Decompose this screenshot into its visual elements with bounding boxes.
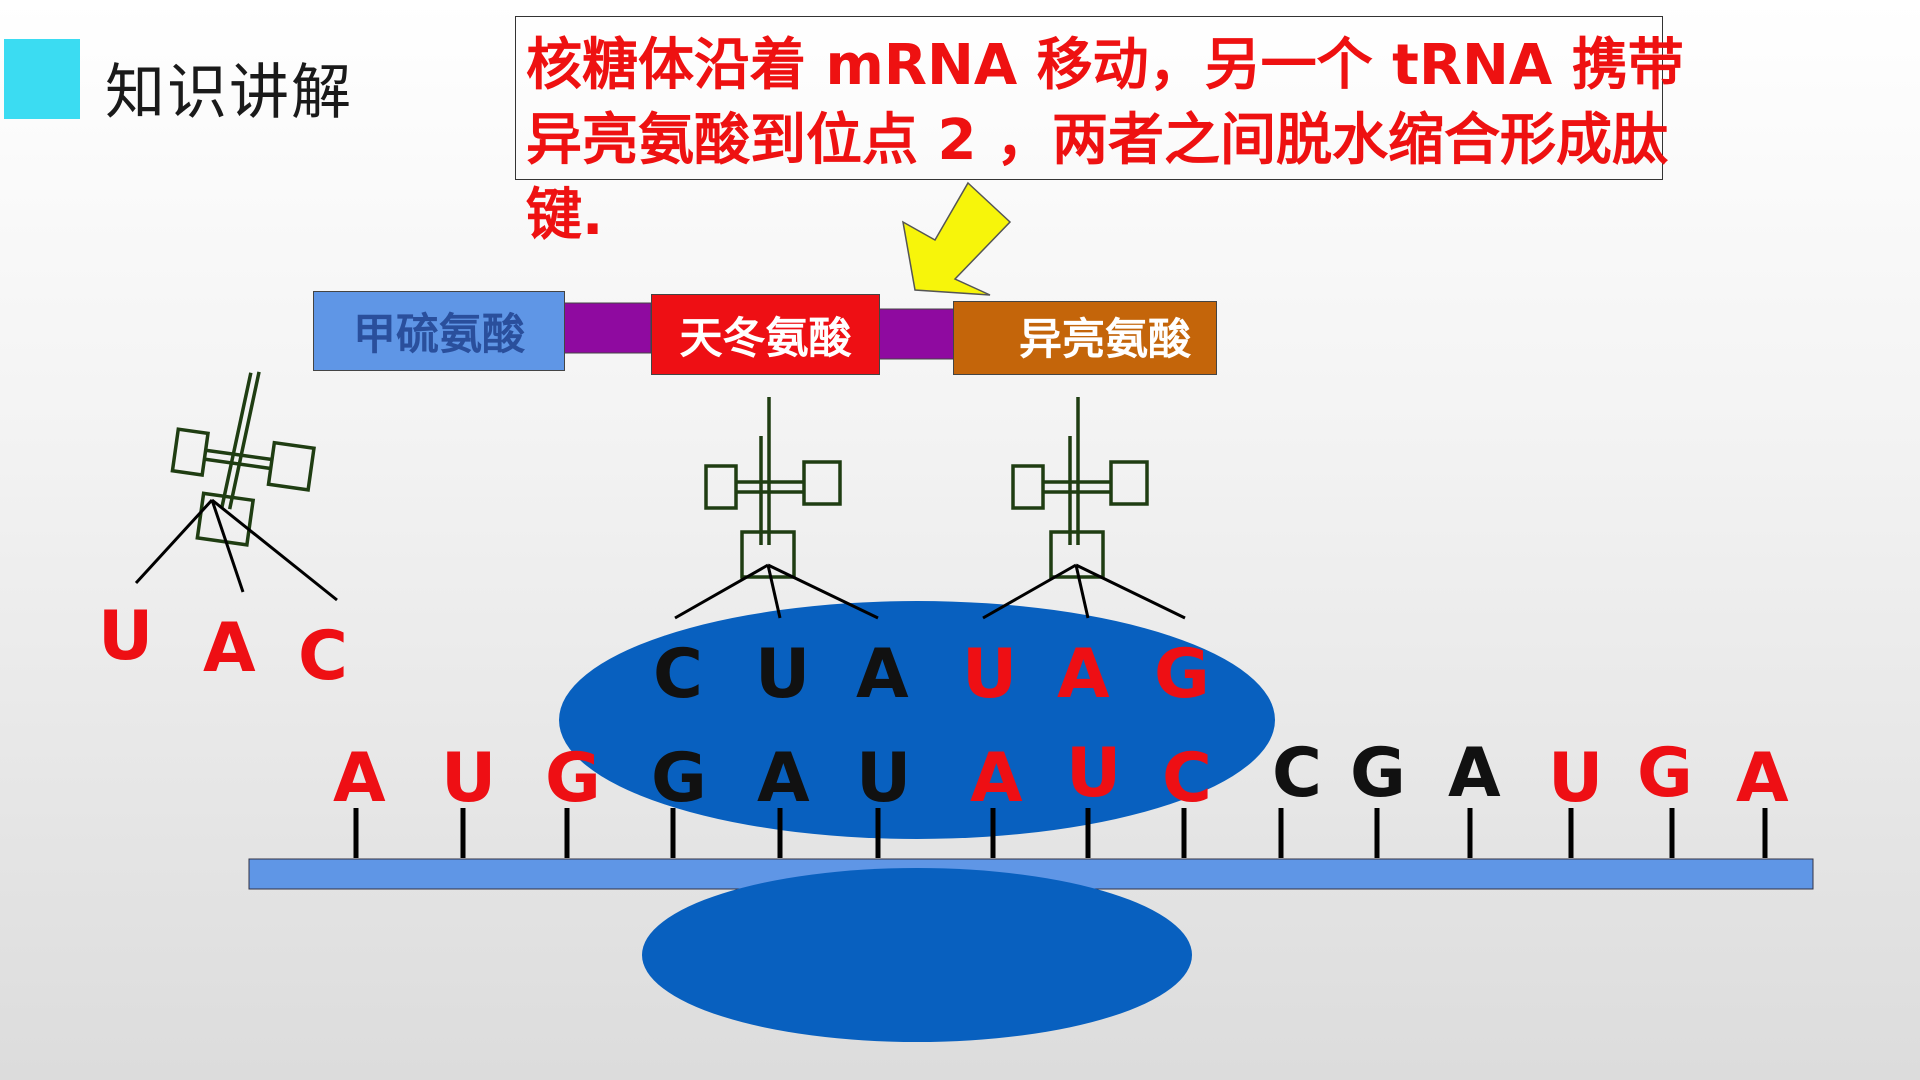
mrna-base-letter: A bbox=[970, 739, 1023, 818]
page-title: 知识讲解 bbox=[105, 58, 353, 128]
pointer-arrow-icon bbox=[901, 181, 1012, 296]
peptide-bond-link-1 bbox=[562, 302, 652, 354]
peptide-bond-link-2 bbox=[877, 308, 959, 360]
ribosome-small-subunit bbox=[642, 868, 1192, 1042]
amino-acid-methionine: 甲硫氨酸 bbox=[313, 291, 565, 371]
title-marker-square bbox=[4, 39, 80, 119]
mrna-base-letter: G bbox=[545, 739, 601, 818]
mrna-base-letter: C bbox=[1272, 734, 1322, 813]
amino-acid-aspartate: 天冬氨酸 bbox=[651, 294, 880, 375]
bound-trna-icon-1 bbox=[704, 397, 842, 579]
mrna-base-letter: A bbox=[1736, 739, 1789, 818]
bound-anticodon-letter: U bbox=[755, 635, 811, 714]
bound-trna-icon-2 bbox=[1011, 397, 1149, 579]
bound-trna-2-anticodon-lines bbox=[982, 563, 1186, 620]
callout-box bbox=[515, 16, 1663, 180]
bound-anticodon-letter: C bbox=[653, 635, 703, 714]
free-trna-anticodon-lines bbox=[134, 498, 338, 602]
bound-anticodon-letter: U bbox=[962, 635, 1018, 714]
mrna-base-letter: G bbox=[1350, 734, 1406, 813]
mrna-base-letter: U bbox=[1548, 739, 1604, 818]
free-trna-icon bbox=[170, 371, 316, 547]
mrna-base-letter: U bbox=[441, 739, 497, 818]
mrna-base-ticks bbox=[353, 808, 1768, 858]
amino-acid-isoleucine: 异亮氨酸 bbox=[953, 301, 1217, 375]
bound-anticodon-letter: G bbox=[1154, 635, 1210, 714]
mrna-base-letter: A bbox=[757, 739, 810, 818]
free-anticodon-letter: A bbox=[203, 609, 256, 688]
callout-text: 核糖体沿着 mRNA 移动，另一个 tRNA 携带异亮氨酸到位点 2 ，两者之间… bbox=[526, 33, 1684, 248]
free-anticodon-letter: U bbox=[98, 597, 154, 676]
mrna-base-letter: U bbox=[1066, 734, 1122, 813]
mrna-base-letter: A bbox=[333, 739, 386, 818]
mrna-base-letter: G bbox=[651, 739, 707, 818]
ribosome-large-subunit bbox=[559, 601, 1275, 839]
mrna-base-letter: C bbox=[1162, 739, 1212, 818]
bound-trna-1-anticodon-lines bbox=[674, 563, 879, 620]
free-anticodon-letter: C bbox=[298, 617, 348, 696]
bound-anticodon-letter: A bbox=[856, 635, 909, 714]
mrna-base-letter: G bbox=[1637, 734, 1693, 813]
bound-anticodon-letter: A bbox=[1057, 635, 1110, 714]
mrna-base-letter: U bbox=[856, 739, 912, 818]
mrna-base-letter: A bbox=[1448, 734, 1501, 813]
amino-acid-isoleucine-label: 异亮氨酸 bbox=[1019, 315, 1191, 365]
